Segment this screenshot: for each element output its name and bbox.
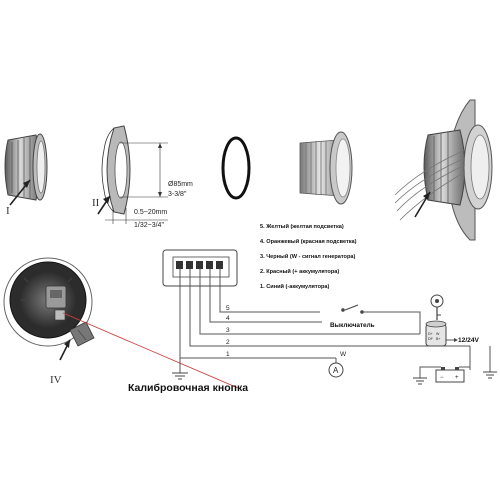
switch-label: Выключатель xyxy=(330,322,375,329)
power-supply-arrow: 12/24V xyxy=(446,337,480,344)
assembled-gauge xyxy=(394,99,493,241)
dimension-thickness-in: 1/32~3/4" xyxy=(134,222,164,229)
dimension-diameter-mm: Ø85mm xyxy=(168,181,193,188)
legend-item-2: 2. Красный (+ аккумулятора) xyxy=(260,268,339,275)
part-label-iv: IV xyxy=(50,374,62,386)
dimension-diameter-in: 3-3/8" xyxy=(168,191,187,198)
bezel-part-i: I xyxy=(4,133,48,217)
wire-number-2: 2 xyxy=(226,339,230,346)
ignition-key-icon xyxy=(430,294,444,320)
wiring-diagram: 5 4 3 2 1 A W Выключатель xyxy=(162,249,497,385)
wire-color-legend: 5. Желтый (желтая подсветка) 4. Оранжевы… xyxy=(260,223,357,290)
ignition-switch: Выключатель xyxy=(330,304,421,334)
wire-number-1: 1 xyxy=(226,351,230,358)
alternator: D+ W DF B+ xyxy=(425,320,447,347)
wire-number-5: 5 xyxy=(226,305,230,312)
ground-symbol-left xyxy=(172,372,188,380)
wire-number-4: 4 xyxy=(226,315,230,322)
legend-item-3: 3. Черный (W - сигнал генератора) xyxy=(260,253,355,260)
wire-number-3: 3 xyxy=(226,327,230,334)
ammeter: A W xyxy=(328,351,347,378)
calibration-button-label: Калибровочная кнопка xyxy=(128,382,248,394)
part-label-ii: II xyxy=(92,197,100,209)
voltage-label: 12/24V xyxy=(458,337,480,344)
legend-item-1: 1. Синий (-аккумулятора) xyxy=(260,283,330,290)
legend-item-4: 4. Оранжевый (красная подсветка) xyxy=(260,238,357,245)
battery: − + xyxy=(413,346,497,385)
alternator-terminal-d: D+ xyxy=(428,332,433,336)
svg-text:−: − xyxy=(440,375,444,381)
alternator-terminal-b: B+ xyxy=(436,337,441,341)
o-ring xyxy=(221,136,251,200)
alternator-terminal-df: DF xyxy=(428,337,434,341)
calibration-pointer-line xyxy=(62,312,239,389)
wire-numbers: 5 4 3 2 1 xyxy=(226,305,230,358)
flange-part-ii: Ø85mm 3-3/8" 0.5~20mm 1/32~3/4" II xyxy=(92,125,193,229)
w-terminal-label: W xyxy=(340,351,347,358)
ammeter-symbol: A xyxy=(333,366,339,375)
gauge-back-part-iv: IV xyxy=(3,257,239,389)
alternator-terminal-w: W xyxy=(436,332,440,336)
part-label-i: I xyxy=(6,205,10,217)
svg-text:+: + xyxy=(455,375,459,381)
threaded-nut xyxy=(299,131,353,205)
legend-item-5: 5. Желтый (желтая подсветка) xyxy=(260,223,344,230)
dimension-thickness-mm: 0.5~20mm xyxy=(134,209,167,216)
connector-pins xyxy=(176,261,223,269)
